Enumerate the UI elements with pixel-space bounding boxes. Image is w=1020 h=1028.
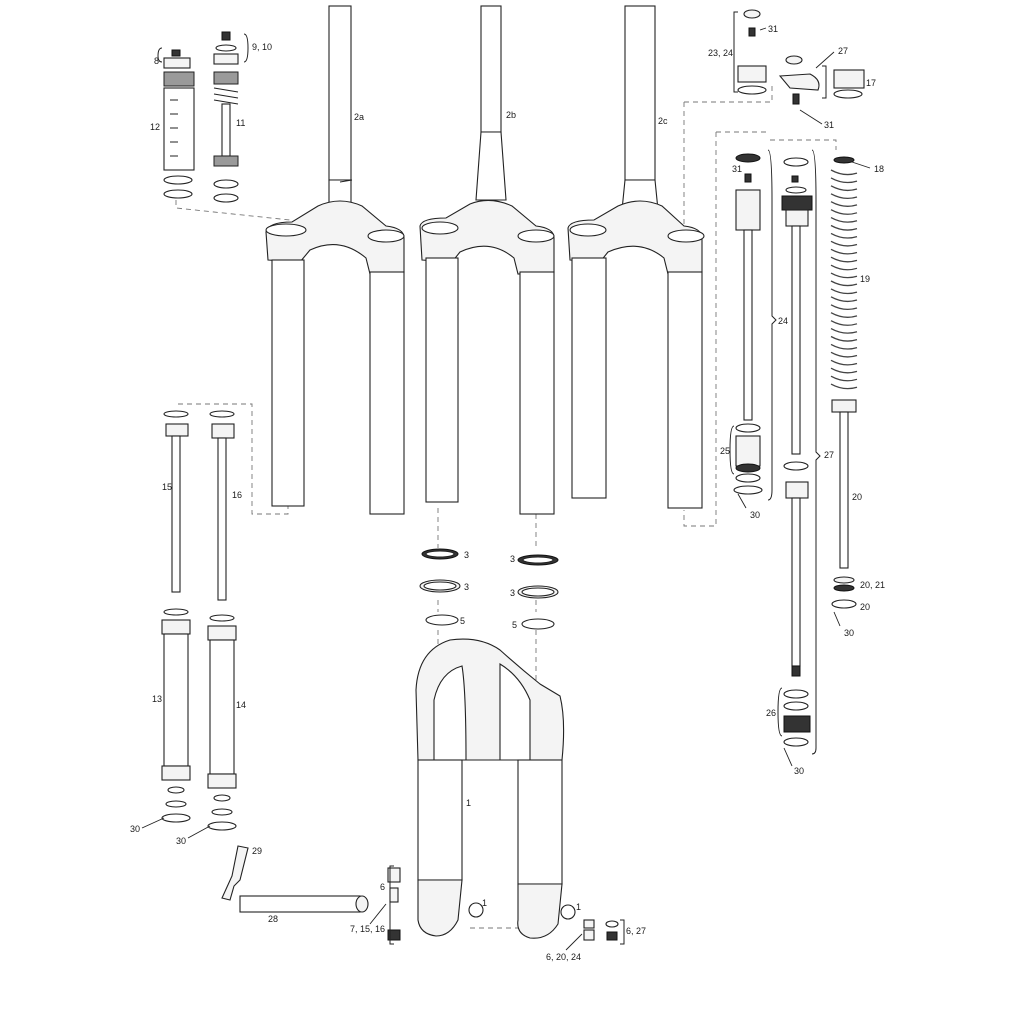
coil-turn bbox=[830, 288, 858, 295]
coil-turn bbox=[830, 185, 858, 192]
coil-turn bbox=[830, 240, 858, 247]
coil-turn bbox=[830, 217, 858, 223]
label-24: 24 bbox=[778, 316, 788, 326]
label-31-c: 31 bbox=[732, 164, 742, 174]
label-5-a: 5 bbox=[460, 616, 465, 626]
air-spring-top-parts bbox=[157, 31, 353, 203]
label-6: 6 bbox=[380, 882, 385, 892]
coil-turn bbox=[830, 367, 858, 374]
label-25: 25 bbox=[720, 446, 730, 456]
coil-turn bbox=[830, 201, 858, 207]
damper-top-parts bbox=[733, 9, 865, 125]
label-17: 17 bbox=[866, 78, 876, 88]
label-30-c: 30 bbox=[750, 510, 760, 520]
crown-steerer-2a bbox=[265, 5, 405, 515]
label-31-b: 31 bbox=[824, 120, 834, 130]
label-3-c: 3 bbox=[464, 582, 469, 592]
label-20-21: 20, 21 bbox=[860, 580, 885, 590]
label-23-24: 23, 24 bbox=[708, 48, 733, 58]
label-20-b: 20 bbox=[860, 602, 870, 612]
label-14: 14 bbox=[236, 700, 246, 710]
lower-tubes-13-14 bbox=[141, 608, 237, 839]
crown-steerer-2b bbox=[419, 5, 555, 515]
cartridge-24 bbox=[729, 149, 777, 509]
coil-spring bbox=[830, 169, 858, 390]
label-7-15-16: 7, 15, 16 bbox=[350, 924, 385, 934]
label-27-a: 27 bbox=[838, 46, 848, 56]
label-11: 11 bbox=[236, 118, 245, 128]
coil-turn bbox=[830, 232, 858, 239]
lower-leg-1 bbox=[415, 638, 576, 939]
label-28: 28 bbox=[268, 914, 278, 924]
coil-turn bbox=[830, 193, 858, 200]
coil-turn bbox=[830, 280, 858, 287]
label-30-e: 30 bbox=[794, 766, 804, 776]
coil-turn bbox=[830, 177, 858, 184]
coil-turn bbox=[830, 351, 858, 358]
coil-turn bbox=[830, 359, 858, 366]
label-1-a: 1 bbox=[482, 898, 487, 908]
coil-turn bbox=[830, 224, 858, 231]
bottom-small-parts bbox=[565, 919, 625, 951]
label-31-a: 31 bbox=[768, 24, 778, 34]
label-16: 16 bbox=[232, 490, 242, 500]
label-3-a: 3 bbox=[464, 550, 469, 560]
label-20-a: 20 bbox=[852, 492, 862, 502]
label-29: 29 bbox=[252, 846, 262, 856]
label-27-b: 27 bbox=[824, 450, 834, 460]
seals-and-rings bbox=[419, 548, 559, 630]
coil-turn bbox=[830, 343, 858, 350]
label-5-b: 5 bbox=[512, 620, 517, 630]
label-30-a: 30 bbox=[130, 824, 140, 834]
coil-spring-19-20 bbox=[830, 156, 871, 627]
coil-turn bbox=[830, 375, 858, 382]
label-15: 15 bbox=[162, 482, 172, 492]
label-13: 13 bbox=[152, 694, 162, 704]
label-8: 8 bbox=[154, 56, 159, 66]
coil-turn bbox=[830, 256, 858, 263]
coil-turn bbox=[830, 312, 858, 318]
coil-turn bbox=[830, 264, 858, 271]
label-1: 1 bbox=[466, 798, 471, 808]
label-3-d: 3 bbox=[510, 588, 515, 598]
label-18: 18 bbox=[874, 164, 884, 174]
label-1-b: 1 bbox=[576, 902, 581, 912]
coil-turn bbox=[830, 328, 858, 334]
label-6-20-24: 6, 20, 24 bbox=[546, 952, 581, 962]
coil-turn bbox=[830, 320, 858, 326]
label-12: 12 bbox=[150, 122, 160, 132]
damper-shafts-15-16 bbox=[163, 410, 235, 601]
label-2b: 2b bbox=[506, 110, 516, 120]
label-3-b: 3 bbox=[510, 554, 515, 564]
coil-turn bbox=[830, 383, 858, 390]
cartridge-27 bbox=[777, 149, 821, 767]
label-30-d: 30 bbox=[844, 628, 854, 638]
coil-turn bbox=[830, 169, 858, 176]
coil-turn bbox=[830, 209, 858, 215]
axle-28-29 bbox=[221, 845, 401, 945]
coil-turn bbox=[830, 248, 858, 255]
coil-turn bbox=[830, 272, 858, 279]
label-30-b: 30 bbox=[176, 836, 186, 846]
label-2c: 2c bbox=[658, 116, 668, 126]
label-19: 19 bbox=[860, 274, 870, 284]
part-labels: 2a 2b 2c 8 9, 10 11 12 15 16 13 14 30 30… bbox=[130, 24, 885, 962]
label-26: 26 bbox=[766, 708, 776, 718]
crown-steerer-2c bbox=[567, 5, 705, 509]
label-2a: 2a bbox=[354, 112, 364, 122]
coil-turn bbox=[830, 335, 858, 342]
coil-turn bbox=[830, 296, 858, 303]
coil-turn bbox=[830, 304, 858, 311]
label-6-27: 6, 27 bbox=[626, 926, 646, 936]
label-9-10: 9, 10 bbox=[252, 42, 272, 52]
